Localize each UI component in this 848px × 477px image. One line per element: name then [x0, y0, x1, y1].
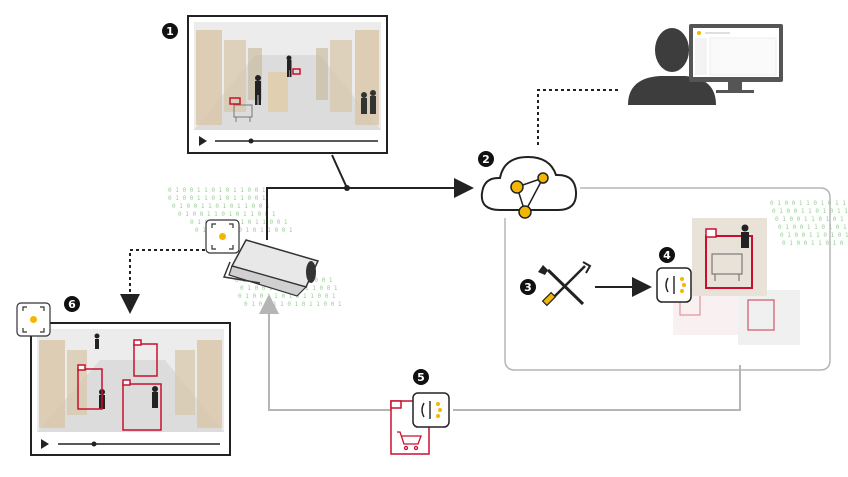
shelves-left [39, 340, 87, 428]
model-to-camera-line [259, 294, 395, 411]
progress-knob[interactable] [91, 441, 97, 447]
svg-text:5: 5 [417, 371, 425, 384]
video-window-detections[interactable] [30, 322, 231, 456]
svg-text:0 1 0 0 1 1 0 1 0 1 1 0 0 1: 0 1 0 0 1 1 0 1 0 1 1 0 0 1 [778, 224, 848, 231]
tools-icon [538, 261, 592, 307]
video-control-bar [199, 136, 378, 146]
svg-text:0 1 0 0 1 1 0 1 0 1 1 0 0 1: 0 1 0 0 1 1 0 1 0 1 1 0 0 1 [195, 227, 293, 234]
progress-knob[interactable] [248, 138, 254, 144]
operator-person-icon [628, 28, 716, 105]
security-camera-icon [222, 239, 320, 297]
step-badge-5: 5 [413, 369, 429, 385]
people-pair [361, 90, 376, 114]
svg-text:0 1 0 0 1 1 0 1 0 1 1 0 0 1: 0 1 0 0 1 1 0 1 0 1 1 0 0 1 [178, 211, 276, 218]
svg-text:0 1 0 0 1 1 0 1 0 1 1 0 0 1: 0 1 0 0 1 1 0 1 0 1 1 0 0 1 [172, 203, 270, 210]
svg-text:0 1 0 0 1 1 0 1 0 1 1 0 0 1: 0 1 0 0 1 1 0 1 0 1 1 0 0 1 [168, 195, 266, 202]
shelves-right [316, 30, 379, 125]
svg-text:0 1 0 0 1 1 0 1 0 1 1 0 0 1: 0 1 0 0 1 1 0 1 0 1 1 0 0 1 [782, 240, 848, 247]
svg-text:0 1 0 0 1 1 0 1 0 1 1 0 0 1: 0 1 0 0 1 1 0 1 0 1 1 0 0 1 [770, 200, 848, 207]
training-cart-label [705, 228, 717, 238]
shelves-left [196, 30, 262, 125]
svg-text:6: 6 [68, 298, 76, 311]
person-figure [255, 75, 261, 105]
deployed-model-card [390, 392, 450, 455]
video-window-recorded[interactable] [187, 15, 388, 154]
shelves-right [175, 340, 222, 428]
model-deploy-line [453, 365, 741, 411]
output-focus-badge [16, 302, 51, 337]
svg-text:0 1 0 0 1 1 0 1 0 1 1 0 0 1: 0 1 0 0 1 1 0 1 0 1 1 0 0 1 [244, 301, 342, 308]
shopping-cart-icon [711, 253, 743, 281]
ai-model-icon [656, 267, 692, 303]
camera-to-cloud-line [266, 178, 474, 240]
svg-text:0 1 0 0 1 1 0 1 0 1 1 0 0 1: 0 1 0 0 1 1 0 1 0 1 1 0 0 1 [772, 208, 848, 215]
computer-monitor-icon [689, 24, 783, 93]
camera-to-output-line [120, 249, 205, 314]
svg-text:0 1 0 0 1 1 0 1 0 1 1 0 0 1: 0 1 0 0 1 1 0 1 0 1 1 0 0 1 [775, 216, 848, 223]
person-figure-aisle [286, 55, 292, 77]
shopping-cart-icon [233, 104, 253, 122]
svg-text:1: 1 [166, 25, 174, 38]
svg-text:2: 2 [482, 153, 490, 166]
detection-box [77, 339, 162, 431]
training-boundary [504, 187, 831, 371]
cart-marker-2 [292, 68, 301, 75]
svg-text:4: 4 [663, 249, 671, 262]
cart-detection-marker [229, 97, 241, 105]
cloud-network-icon [480, 155, 578, 219]
shopping-cart-icon [397, 431, 422, 451]
step-badge-6: 6 [64, 296, 80, 312]
ai-model-icon [421, 401, 431, 419]
video-control-bar [41, 439, 220, 449]
step-badge-2: 2 [478, 151, 494, 167]
pallet-boxes [268, 72, 288, 112]
step-badge-3: 3 [520, 279, 536, 295]
training-images [673, 218, 800, 345]
camera-focus-badge [205, 219, 240, 254]
svg-text:0 1 0 0 1 1 0 1 0 1 1 0 0 1: 0 1 0 0 1 1 0 1 0 1 1 0 0 1 [168, 187, 266, 194]
video-to-cloud-line [331, 154, 348, 189]
svg-text:3: 3 [524, 281, 532, 294]
junction-dot [344, 185, 350, 191]
step-badge-4: 4 [659, 247, 675, 263]
play-icon[interactable] [41, 439, 49, 449]
cloud-to-operator-line [537, 89, 620, 145]
step-badge-1: 1 [162, 23, 178, 39]
binary-stream-right: 0 1 0 0 1 1 0 1 0 1 1 0 0 1 0 1 0 0 1 1 … [770, 200, 848, 247]
svg-text:0 1 0 0 1 1 0 1 0 1 1 0 0 1: 0 1 0 0 1 1 0 1 0 1 1 0 0 1 [238, 293, 336, 300]
svg-text:0 1 0 0 1 1 0 1 0 1 1 0 0 1: 0 1 0 0 1 1 0 1 0 1 1 0 0 1 [780, 232, 848, 239]
person-figure [741, 224, 749, 248]
play-icon[interactable] [199, 136, 207, 146]
